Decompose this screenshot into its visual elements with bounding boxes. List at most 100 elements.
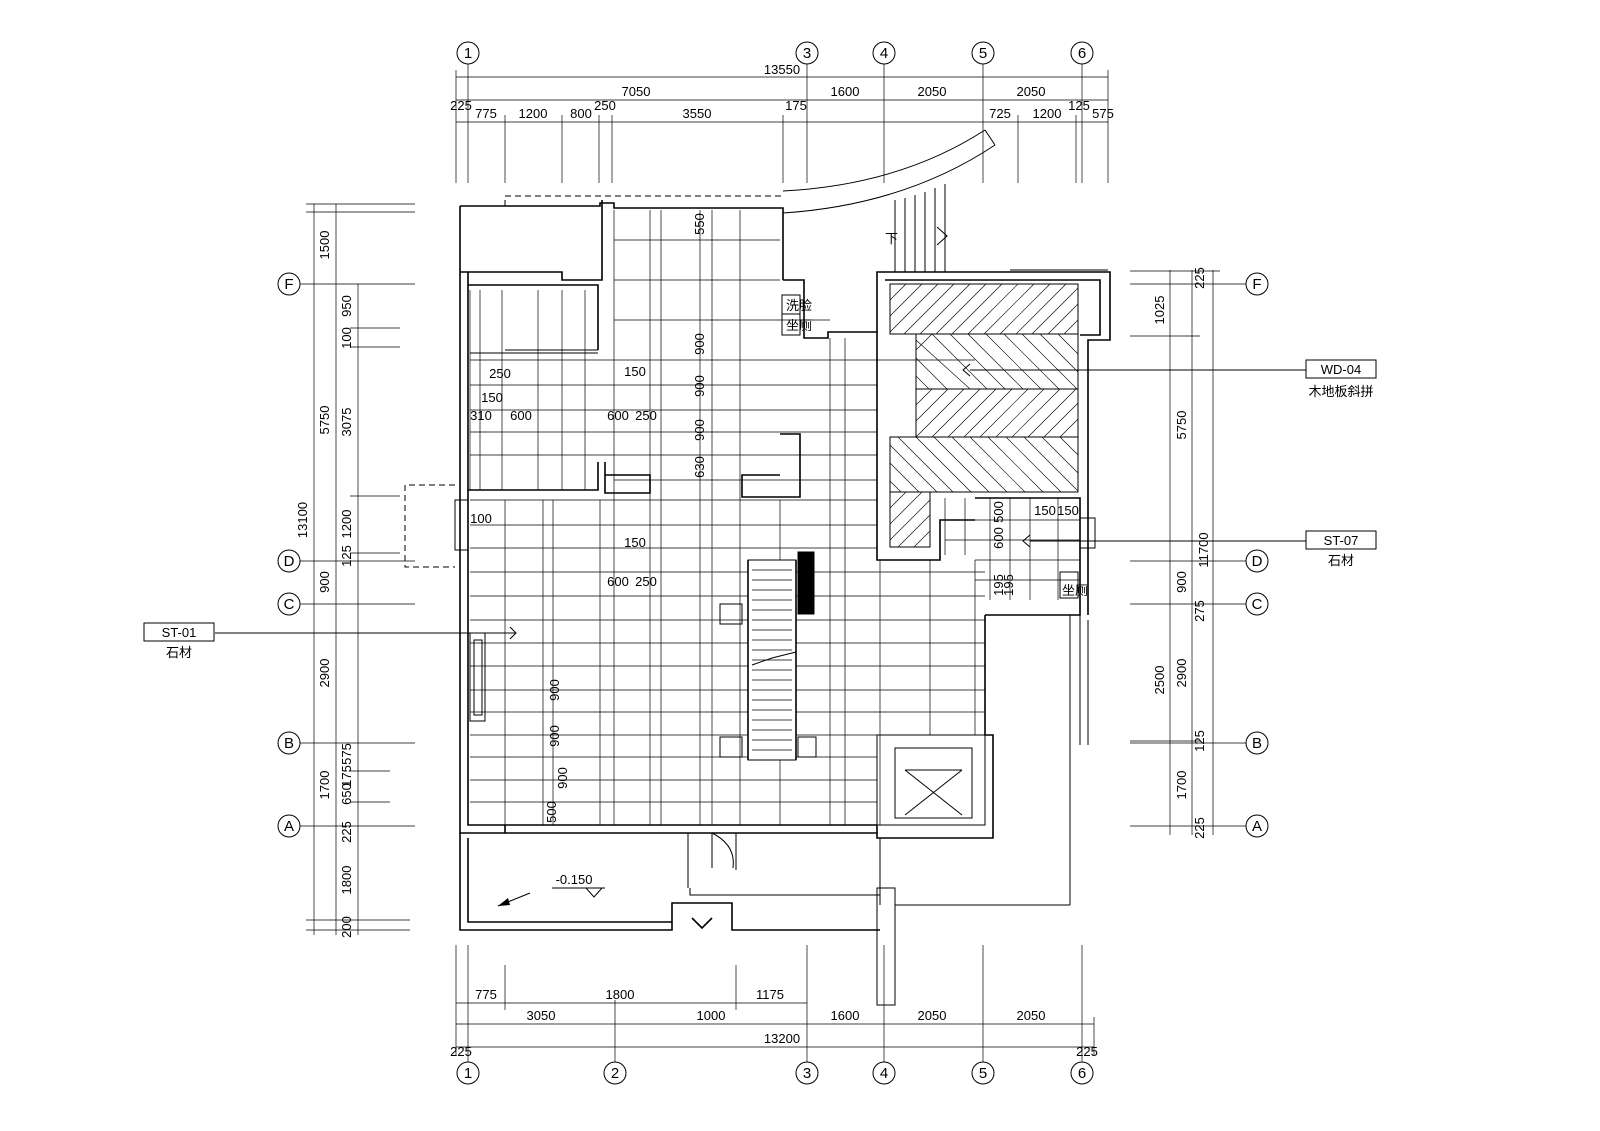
dim-right-tier2-3: 2900 — [1174, 659, 1189, 688]
dim-right-tier2-1: 5750 — [1174, 411, 1189, 440]
inner-dim-26: 195 — [1001, 574, 1016, 596]
dim-right-overall: 11700 — [1196, 532, 1211, 567]
dim-top-tier3-1: 225 — [450, 98, 472, 113]
dim-top-tier2-4: 2050 — [1017, 84, 1046, 99]
axis-label-left-C: C — [284, 596, 295, 613]
callout-st01: ST-01 石材 — [143, 622, 517, 660]
dim-top-tier2-1: 7050 — [622, 84, 651, 99]
dim-left-tier3-2: 100 — [339, 327, 354, 349]
inner-dim-17: 900 — [547, 679, 562, 701]
level-mark-value: -0.150 — [556, 872, 593, 887]
callout-label-st01: 石材 — [166, 645, 192, 660]
inner-dim-2: 900 — [692, 333, 707, 355]
dim-left-tier2-7: 200 — [339, 916, 354, 938]
stair-down-label: 下 — [885, 231, 898, 246]
axis-label-top-6: 6 — [1078, 45, 1086, 62]
inner-dim-20: 500 — [544, 801, 559, 823]
dim-top-tier3-2: 775 — [475, 106, 497, 121]
top-dimension-chain: 13550 7050 1600 2050 2050 225 775 1200 8… — [450, 62, 1114, 183]
dim-bottom-tier2-4: 2050 — [918, 1008, 947, 1023]
inner-dim-25: 195 — [991, 574, 1006, 596]
wood-floor-hatch — [889, 283, 1079, 548]
dim-left-tier3-8: 650 — [339, 783, 354, 805]
dim-top-tier3-7: 175 — [785, 98, 807, 113]
callout-code-wd04: WD-04 — [1321, 362, 1361, 377]
bath-tile-grid — [944, 498, 1096, 600]
inner-dim-3: 900 — [692, 375, 707, 397]
dim-top-tier2-2: 1600 — [831, 84, 860, 99]
dim-top-tier3-8: 725 — [989, 106, 1011, 121]
callout-code-st07: ST-07 — [1324, 533, 1359, 548]
inner-dim-24: 600 — [991, 527, 1006, 549]
level-mark: -0.150 — [552, 872, 605, 898]
axis-label-left-D: D — [284, 553, 295, 570]
axis-label-top-1: 1 — [464, 45, 472, 62]
callout-wd04: WD-04 木地板斜拼 — [962, 359, 1377, 399]
grid-axis-right: F D C B A — [1245, 272, 1269, 838]
central-staircase — [719, 551, 817, 761]
dim-left-tier3-7: 175 — [339, 765, 354, 787]
dim-top-tier3-9: 1200 — [1033, 106, 1062, 121]
inner-dimensions: 550 900 900 900 630 250 150 310 600 150 … — [470, 213, 1079, 823]
axis-label-bottom-1: 1 — [464, 1065, 472, 1082]
dim-right-tier3-4: 2500 — [1152, 666, 1167, 695]
slope-arrow-icon — [497, 892, 531, 907]
dim-left-tier2-3: 900 — [317, 571, 332, 593]
dim-left-tier3-5: 125 — [339, 545, 354, 567]
balcony-arc-outer — [782, 129, 986, 192]
axis-label-left-A: A — [284, 818, 294, 835]
dim-right-tier3-1: 225 — [1192, 267, 1207, 289]
inner-dim-4: 900 — [692, 419, 707, 441]
dim-left-tier2-6: 1800 — [339, 866, 354, 895]
axis-label-bottom-5: 5 — [979, 1065, 987, 1082]
inner-dim-19: 900 — [555, 767, 570, 789]
inner-dim-6: 250 — [489, 366, 511, 381]
dim-bottom-tier2-3: 1600 — [831, 1008, 860, 1023]
inner-dim-18: 900 — [547, 725, 562, 747]
dim-bottom-tier1-3: 1175 — [756, 987, 784, 1002]
inner-dim-1: 550 — [692, 213, 707, 235]
dim-top-tier3-10: 125 — [1068, 98, 1090, 113]
dim-left-tier2-5: 1700 — [317, 771, 332, 800]
axis-label-bottom-4: 4 — [880, 1065, 888, 1082]
axis-label-bottom-6: 6 — [1078, 1065, 1086, 1082]
grid-axis-top: 1 3 4 5 6 — [456, 41, 1094, 65]
room-tag-3: 坐厕 — [1062, 583, 1088, 598]
dim-left-tier3-9: 225 — [339, 821, 354, 843]
inner-dim-9: 600 — [510, 408, 532, 423]
dim-top-overall: 13550 — [764, 62, 800, 77]
building-walls — [404, 195, 1111, 1006]
dim-right-tier3-3: 275 — [1192, 600, 1207, 622]
dim-bottom-end-left: 225 — [450, 1044, 472, 1059]
balcony-arc-inner — [782, 144, 996, 214]
axis-label-top-3: 3 — [803, 45, 811, 62]
axis-label-left-F: F — [284, 276, 293, 293]
grid-axis-left: F D C B A — [277, 272, 301, 838]
dim-right-tier2-2: 900 — [1174, 571, 1189, 593]
callout-code-st01: ST-01 — [162, 625, 197, 640]
inner-dim-13: 100 — [470, 511, 492, 526]
dim-right-tier3-5: 125 — [1192, 730, 1207, 752]
axis-label-right-F: F — [1252, 276, 1261, 293]
dim-bottom-tier2-5: 2050 — [1017, 1008, 1046, 1023]
dim-left-tier3-6: 575 — [339, 743, 354, 765]
axis-label-top-5: 5 — [979, 45, 987, 62]
inner-dim-10: 150 — [624, 364, 646, 379]
axis-label-right-A: A — [1252, 818, 1262, 835]
inner-dim-12: 250 — [635, 408, 657, 423]
dim-left-tier2-2: 5750 — [317, 406, 332, 435]
dim-bottom-end-right: 225 — [1076, 1044, 1098, 1059]
inner-dim-22: 150 — [1057, 503, 1079, 518]
inner-dim-16: 250 — [635, 574, 657, 589]
dim-top-tier2-3: 2050 — [918, 84, 947, 99]
bottom-dimension-chain: 775 1800 1175 3050 1000 1600 2050 2050 1… — [450, 945, 1098, 1059]
axis-label-left-B: B — [284, 735, 294, 752]
dim-bottom-tier2-2: 1000 — [697, 1008, 726, 1023]
dim-left-tier3-1: 950 — [339, 295, 354, 317]
grid-leader-lines — [300, 64, 1246, 1062]
dim-left-tier2-4: 2900 — [317, 659, 332, 688]
inner-dim-21: 150 — [1034, 503, 1056, 518]
room-tag-2: 坐厕 — [786, 318, 812, 333]
dim-left-overall: 13100 — [295, 502, 310, 538]
entry-door — [687, 832, 880, 930]
